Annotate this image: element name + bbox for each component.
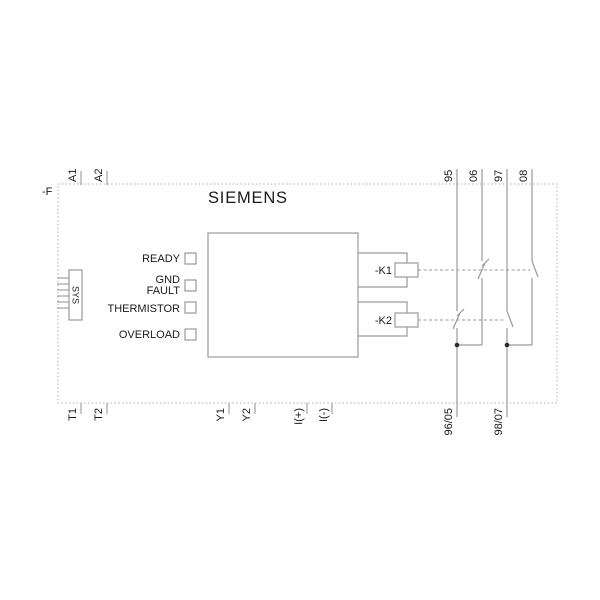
terminal-label-iminus: I(-) [318,408,330,422]
terminal-label-iplus: I(+) [293,408,305,425]
indicator-led-gnd-fault [184,279,197,292]
indicator-label-overload: OVERLOAD [119,329,180,341]
sys-connector-body [68,269,83,321]
indicator-group: READY GND FAULT THERMISTOR OVERLOAD [107,252,197,341]
relay-k2-label: -K2 [375,315,392,327]
relay-k1: -K1 [358,252,530,288]
indicator-led-thermistor [184,301,197,314]
no-contact-arm-08 [531,260,539,278]
nc-contact-seat-95 [456,308,465,317]
terminal-label-97: 97 [493,170,505,182]
terminal-label-98-07: 98/07 [493,408,505,436]
terminal-label-06: 06 [468,170,480,182]
terminal-label-a1: A1 [67,169,79,182]
terminal-label-08: 08 [518,170,530,182]
relay-k2: -K2 [358,301,504,337]
terminal-label-96-05: 96/05 [443,408,455,436]
indicator-label-fault: FAULT [147,285,181,297]
relay-k1-label: -K1 [375,265,392,277]
sys-connector: SYS [57,269,83,321]
terminals-bottom-right: 96/05 98/07 [443,408,505,436]
indicator-led-overload [184,328,197,341]
indicator-label-thermistor: THERMISTOR [107,303,180,315]
junction-dot-96-05 [454,342,460,348]
brand-label: SIEMENS [208,189,288,207]
terminal-label-t2: T2 [93,408,105,421]
indicator-label-gnd: GND [156,274,181,286]
nc-contact-arm-95 [452,312,461,330]
terminal-label-t1: T1 [67,408,79,421]
nc-contact-arm-06 [477,262,486,280]
no-contact-arm-97 [506,310,514,328]
terminals-top-left: A1 A2 [67,169,108,185]
terminal-label-a2: A2 [93,169,105,182]
terminal-label-y2: Y2 [241,408,253,421]
terminal-label-y1: Y1 [215,408,227,421]
device-tag-label: -F [42,186,53,198]
contact-network [452,169,539,417]
sys-connector-label: SYS [71,286,81,304]
electronics-box [207,232,359,358]
relay-k2-coil [394,312,419,328]
indicator-led-ready [184,252,197,265]
relay-k1-coil [394,262,419,278]
terminals-top-right: 95 06 97 08 [443,170,530,182]
indicator-label-ready: READY [142,253,181,265]
terminal-label-95: 95 [443,170,455,182]
terminals-bottom-left: T1 T2 Y1 Y2 I(+) I(-) [67,403,333,425]
junction-dot-98-07 [504,342,510,348]
nc-contact-seat-06 [481,258,490,267]
device-enclosure-border [57,183,558,404]
